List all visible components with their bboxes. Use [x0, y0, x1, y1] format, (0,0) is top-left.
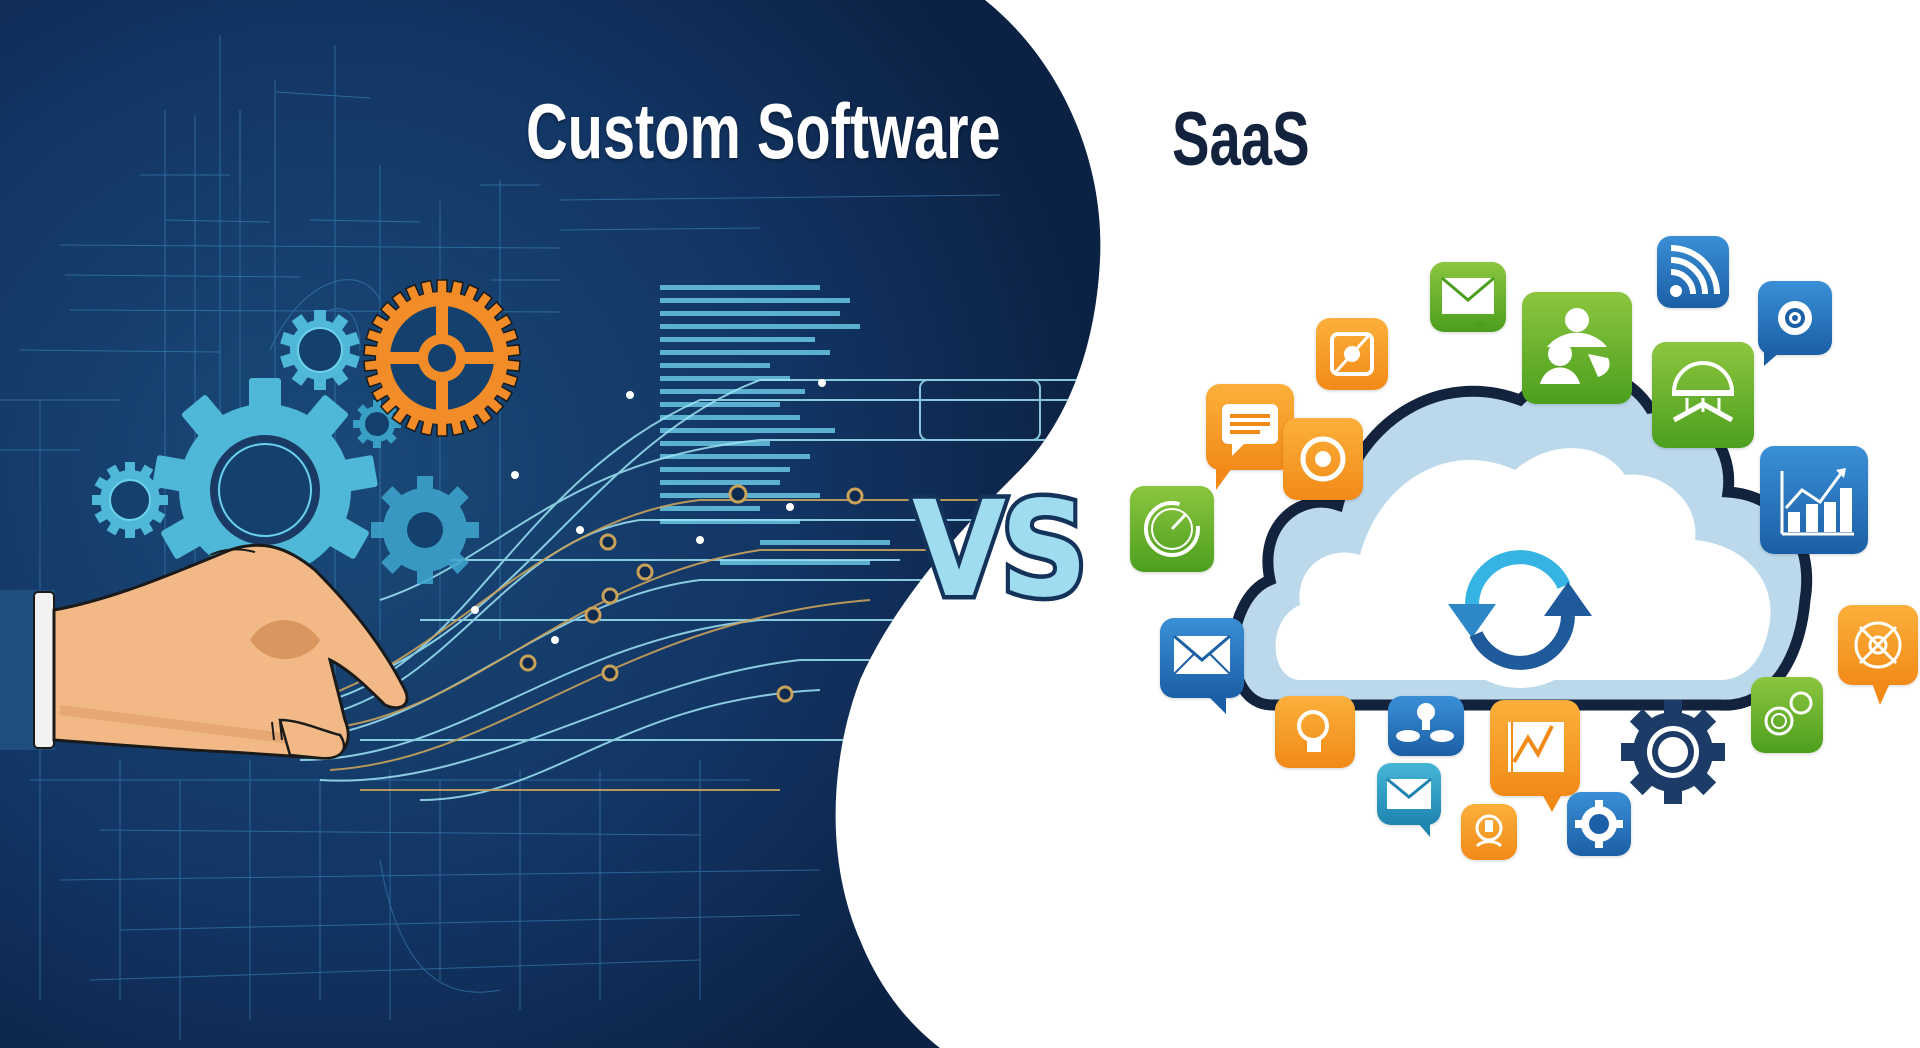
- gear-bubble-tail: [1764, 352, 1780, 366]
- lightbulb-icon: [1275, 696, 1355, 768]
- cyan-gear-large: [152, 378, 378, 600]
- team-icon: [1388, 696, 1464, 756]
- mail-teal-icon: [1377, 763, 1441, 825]
- target-icon: [1316, 318, 1388, 390]
- mail-bubble-icon: [1160, 618, 1244, 698]
- cyan-gear-right: [371, 476, 479, 584]
- saas-title: SaaS: [1172, 97, 1310, 182]
- cyan-gear-small-mid: [353, 400, 401, 448]
- cyan-gear-small-left: [92, 462, 168, 538]
- people-icon: [1522, 292, 1632, 404]
- line-chart-tail: [1542, 794, 1562, 812]
- gear-bubble-icon: [1758, 281, 1832, 355]
- cyan-gear-small-top: [280, 310, 360, 390]
- gears-icon: [1751, 677, 1823, 753]
- timer-icon: [1130, 486, 1214, 572]
- custom-software-title: Custom Software: [526, 87, 1001, 175]
- mail-icon: [1430, 262, 1506, 332]
- dome-icon: [1652, 342, 1754, 448]
- line-chart-icon: [1490, 700, 1580, 796]
- at-sign-icon: [1283, 418, 1363, 500]
- chat-icon: [1206, 384, 1294, 470]
- settings-icon: [1567, 792, 1631, 856]
- badge-icon: [1461, 804, 1517, 860]
- mail-teal-tail: [1418, 823, 1430, 837]
- chart-icon: [1760, 446, 1868, 554]
- rss-icon: [1657, 236, 1729, 308]
- sync-arrows-icon: [1442, 532, 1598, 688]
- mail-bubble-tail: [1208, 696, 1226, 714]
- dark-gear-icon: [1621, 700, 1725, 804]
- hand-pointing: [0, 543, 409, 760]
- vs-badge: VS: [908, 473, 1092, 627]
- orange-gear: [363, 279, 521, 437]
- chat-tail: [1216, 468, 1232, 490]
- wheel-icon: [1838, 605, 1918, 685]
